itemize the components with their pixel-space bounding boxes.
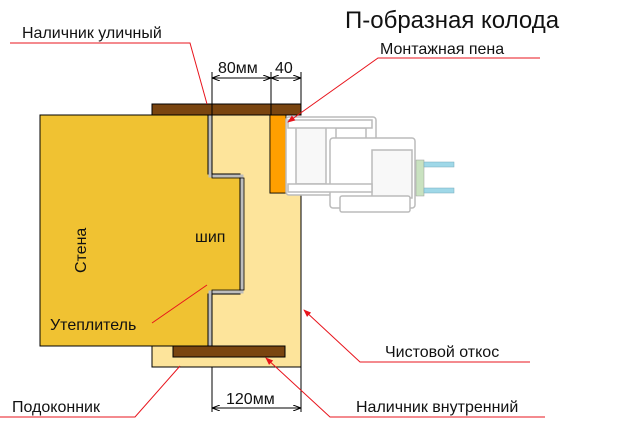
label-sill: Подоконник [12,399,101,416]
glass-pane-2 [423,187,455,194]
window-profile [285,116,416,213]
leader-lines [0,42,545,418]
glazing-bead [415,159,425,197]
dimension-80mm: 80мм [218,60,258,77]
label-insulation: Утеплитель [50,317,136,334]
label-outer-trim: Наличник уличный [22,25,162,42]
label-inner-trim: Наличник внутренний [356,399,518,416]
label-wall: Стена [73,228,90,273]
inner-trim [172,345,286,358]
label-tenon: шип [195,229,225,246]
glass-pane-1 [423,161,455,168]
outer-trim [151,103,302,116]
insulation-layer [208,115,244,346]
label-finish-slope: Чистовой откос [385,344,499,361]
dimension-120mm: 120мм [226,391,275,408]
diagram-title: П-образная колода [345,7,560,34]
wall [39,114,241,347]
label-foam: Монтажная пена [380,41,504,58]
dimension-40: 40 [275,60,293,77]
mounting-foam [269,114,287,194]
dimension-lines [211,72,302,412]
